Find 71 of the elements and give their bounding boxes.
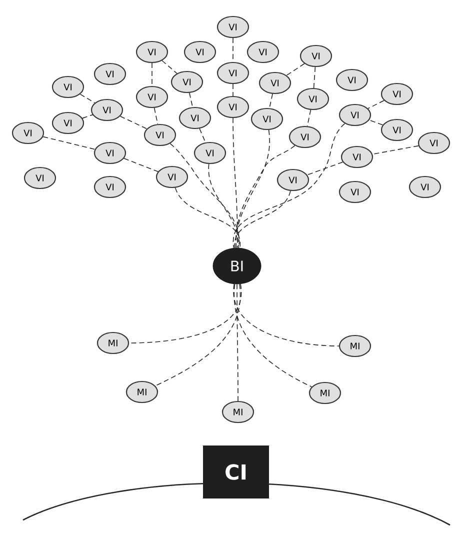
dashed-line bbox=[42, 136, 96, 150]
ellipse-node: VI bbox=[288, 126, 322, 148]
ellipse-node: VI bbox=[216, 96, 250, 118]
ellipse-node: VI bbox=[94, 142, 126, 164]
dashed-line bbox=[128, 284, 242, 344]
ellipse-node: VI bbox=[296, 88, 330, 110]
dashed-line bbox=[124, 158, 158, 172]
ellipse-node: VI bbox=[338, 104, 372, 126]
dashed-line bbox=[236, 284, 238, 402]
ellipse-node: VI bbox=[94, 62, 126, 86]
dashed-line bbox=[189, 92, 193, 108]
ellipse-node: VI bbox=[144, 124, 176, 146]
dashed-line bbox=[234, 284, 312, 388]
dashed-line bbox=[120, 116, 148, 130]
dashed-line bbox=[233, 284, 340, 346]
ellipse-node: VI bbox=[170, 70, 204, 94]
dashed-line bbox=[162, 60, 178, 74]
ellipse-node: VI bbox=[216, 62, 250, 84]
ellipse-node: VI bbox=[338, 180, 372, 204]
ellipse-node: MI bbox=[126, 380, 158, 404]
ellipse-node: VI bbox=[184, 40, 216, 64]
ellipse-node: VI bbox=[52, 112, 84, 134]
dashed-line bbox=[80, 94, 96, 104]
dashed-line bbox=[269, 94, 273, 108]
ellipse-node: VI bbox=[246, 40, 280, 64]
ellipse-node: VI bbox=[380, 82, 414, 106]
dashed-line bbox=[234, 190, 291, 248]
ellipse-node: VI bbox=[380, 118, 414, 142]
ellipse-node: VI bbox=[216, 16, 250, 38]
dashed-line bbox=[286, 63, 305, 76]
dark-ellipse-node: BI bbox=[212, 248, 262, 284]
dashed-line bbox=[174, 187, 240, 248]
dashed-line bbox=[236, 145, 296, 248]
dashed-line bbox=[154, 284, 241, 386]
ellipse-node: VI bbox=[24, 166, 56, 190]
dashed-line bbox=[233, 123, 346, 248]
ellipse-node: VI bbox=[300, 44, 332, 68]
ellipse-node: VI bbox=[418, 132, 450, 154]
ellipse-node: VI bbox=[194, 142, 226, 164]
ellipse-node: VI bbox=[258, 72, 292, 94]
ellipse-node: MI bbox=[222, 400, 254, 424]
ellipse-node: VI bbox=[340, 146, 374, 168]
ellipse-node: VI bbox=[178, 106, 212, 130]
ellipse-node: MI bbox=[338, 334, 372, 358]
dashed-line bbox=[154, 108, 158, 124]
dashed-line bbox=[313, 66, 316, 88]
ellipse-node: VI bbox=[52, 76, 84, 98]
dashed-line bbox=[306, 162, 344, 176]
dashed-line bbox=[306, 110, 312, 126]
ellipse-node: VI bbox=[90, 98, 124, 122]
dashed-line bbox=[368, 100, 384, 109]
dashed-line bbox=[232, 118, 238, 248]
ellipse-node: VI bbox=[250, 108, 284, 130]
ellipse-node: VI bbox=[136, 40, 168, 64]
ellipse-node: VI bbox=[94, 176, 126, 198]
ellipse-node: VI bbox=[408, 176, 442, 198]
ellipse-node: VI bbox=[12, 122, 44, 144]
dashed-line bbox=[170, 143, 240, 248]
dashed-line bbox=[232, 84, 234, 96]
dashed-line bbox=[82, 114, 93, 119]
ellipse-node: MI bbox=[96, 332, 130, 354]
dashed-line bbox=[199, 128, 206, 143]
ellipse-node: VI bbox=[136, 86, 168, 108]
dashed-line bbox=[208, 164, 239, 248]
dark-box: CI bbox=[203, 446, 269, 498]
ellipse-node: MI bbox=[308, 382, 342, 404]
ellipse-node: VI bbox=[276, 168, 310, 192]
ellipse-node: VI bbox=[156, 166, 188, 188]
ellipse-node: VI bbox=[336, 68, 368, 92]
dashed-line bbox=[368, 120, 384, 126]
dashed-line bbox=[372, 145, 419, 155]
